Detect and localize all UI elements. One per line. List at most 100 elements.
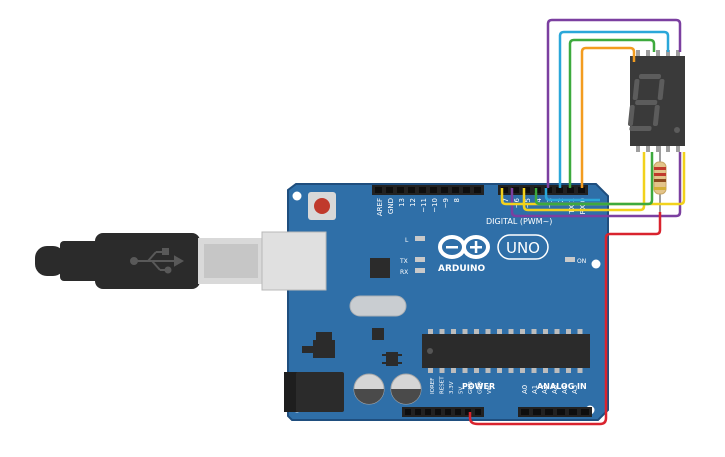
digital-pin-socket[interactable] — [408, 187, 415, 193]
digital-pin-socket[interactable] — [441, 187, 448, 193]
resistor-band-2 — [654, 173, 666, 176]
power-pin-label: 5V — [459, 387, 465, 394]
digital-pin-label: RX 0 — [579, 198, 587, 214]
wire-blue[interactable] — [558, 30, 670, 188]
digital-pin-socket[interactable] — [512, 187, 519, 193]
wire-red[interactable] — [468, 212, 662, 426]
digital-pin-socket[interactable] — [375, 187, 382, 193]
wire-green[interactable] — [568, 38, 656, 188]
power-pin-socket[interactable] — [415, 409, 421, 415]
digital-pin-socket[interactable] — [567, 187, 574, 193]
digital-pin-label: ~11 — [420, 198, 428, 213]
digital-pin-socket[interactable] — [534, 187, 541, 193]
power-pin-socket[interactable] — [455, 409, 461, 415]
digital-pin-socket[interactable] — [545, 187, 552, 193]
power-pin-strip — [402, 407, 484, 417]
wire-yellow-2[interactable] — [522, 152, 646, 212]
power-pin-socket[interactable] — [475, 409, 481, 415]
mcu-pin — [497, 329, 502, 334]
wire-purple-lower[interactable] — [510, 152, 682, 218]
usb-connector-inner — [204, 244, 258, 278]
display-pin[interactable] — [656, 146, 660, 152]
display-pin[interactable] — [656, 50, 660, 56]
digital-pin-socket[interactable] — [523, 187, 530, 193]
mcu-pin — [485, 329, 491, 334]
display-pin[interactable] — [636, 50, 640, 56]
wire-green-2[interactable] — [534, 152, 654, 206]
seven-segment-display[interactable] — [627, 50, 685, 152]
digital-pin-socket[interactable] — [463, 187, 470, 193]
digital-pin-label: 13 — [398, 198, 406, 207]
arduino-logo: ARDUINO — [438, 235, 490, 274]
segment-b — [657, 79, 665, 100]
segment-dp — [674, 127, 680, 133]
power-header — [402, 407, 484, 417]
uno-badge-outline — [497, 234, 549, 260]
mcu-pin — [428, 368, 433, 373]
digital-pin-socket[interactable] — [397, 187, 404, 193]
analog-pin-socket[interactable] — [557, 409, 565, 415]
digital-pin-socket[interactable] — [386, 187, 393, 193]
analog-pin-socket[interactable] — [569, 409, 577, 415]
usb-interface-chip — [370, 258, 390, 278]
small-ic-body — [386, 352, 398, 366]
small-ic-pin — [382, 354, 386, 356]
power-section-label: POWER — [462, 382, 495, 391]
microcontroller-body — [422, 334, 590, 368]
power-pin-socket[interactable] — [435, 409, 441, 415]
display-pin[interactable] — [636, 146, 640, 152]
resistor[interactable] — [653, 146, 667, 212]
display-pin[interactable] — [676, 50, 680, 56]
mcu-pin — [462, 368, 468, 373]
digital-pin-socket[interactable] — [578, 187, 585, 193]
digital-pin-label: 4 — [535, 197, 543, 202]
wires — [468, 18, 686, 426]
digital-pin-label: 7 — [502, 198, 510, 202]
resistor-band-4 — [654, 187, 666, 190]
digital-pin-socket[interactable] — [430, 187, 437, 193]
power-pin-socket[interactable] — [465, 409, 471, 415]
power-pin-socket[interactable] — [425, 409, 431, 415]
usb-cable[interactable] — [35, 233, 264, 289]
mcu-pin — [462, 329, 468, 334]
regulator-tab — [316, 332, 332, 340]
voltage-regulator — [302, 332, 335, 358]
power-pin-socket[interactable] — [405, 409, 411, 415]
wire-purple-outer[interactable] — [546, 18, 682, 188]
digital-pin-socket[interactable] — [452, 187, 459, 193]
led-on-label: ON — [577, 258, 586, 265]
small-ic — [382, 352, 402, 366]
wire-orange[interactable] — [580, 46, 636, 188]
led-l — [415, 236, 425, 241]
display-pin[interactable] — [676, 146, 680, 152]
microcontroller-notch — [427, 348, 433, 354]
digital-pin-socket[interactable] — [474, 187, 481, 193]
digital-pin-socket[interactable] — [501, 187, 508, 193]
segment-c — [652, 105, 660, 126]
analog-pin-socket[interactable] — [521, 409, 529, 415]
mcu-pin — [566, 329, 571, 334]
wire-blue-2[interactable] — [544, 188, 600, 202]
analog-pin-strip — [518, 407, 592, 417]
mcu-pin — [474, 368, 479, 373]
digital-pin-socket[interactable] — [556, 187, 563, 193]
small-chip — [372, 328, 384, 340]
analog-pin-socket[interactable] — [581, 409, 589, 415]
display-pin[interactable] — [646, 146, 650, 152]
mcu-pin — [543, 329, 548, 334]
reset-button[interactable] — [314, 198, 330, 214]
display-pin[interactable] — [666, 146, 670, 152]
mounting-hole — [292, 191, 302, 201]
dc-power-jack — [284, 372, 344, 412]
arduino-logo-minus — [446, 246, 458, 249]
analog-pin-socket[interactable] — [533, 409, 541, 415]
mcu-pin — [554, 368, 560, 373]
power-pin-socket[interactable] — [445, 409, 451, 415]
analog-pin-socket[interactable] — [545, 409, 553, 415]
display-pin[interactable] — [646, 50, 650, 56]
display-pin[interactable] — [666, 50, 670, 56]
digital-pin-socket[interactable] — [419, 187, 426, 193]
mcu-pin — [508, 329, 514, 334]
mcu-pin — [520, 368, 525, 373]
